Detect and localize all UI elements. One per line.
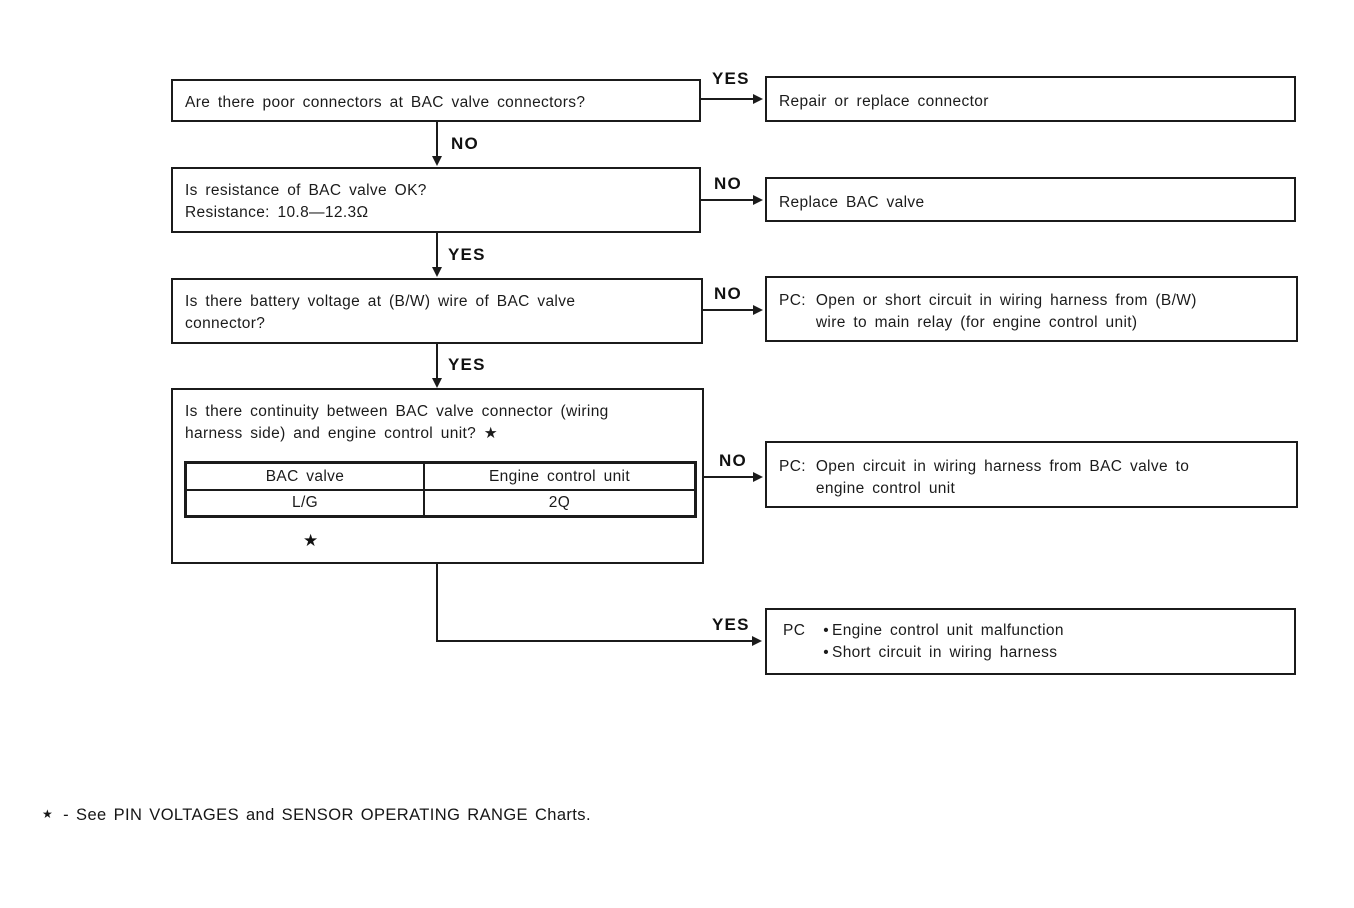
action-5-bullet-2: Short circuit in wiring harness [832,644,1058,661]
table-cell-wire-color: L/G [184,489,425,518]
branch-label-no: NO [714,284,742,303]
arrowhead-down-icon [432,156,442,166]
question-3-text: Is there battery voltage at (B/W) wire o… [185,293,576,310]
action-4-text-line-2: engine control unit [815,480,956,497]
arrowhead-right-icon [753,472,763,482]
star-icon: ★ [42,807,54,821]
pc-code-label: PC: [779,292,806,309]
question-2-text: Is resistance of BAC valve OK? [185,182,427,199]
arrowhead-right-icon [753,195,763,205]
action-2-text: Replace BAC valve [779,194,925,211]
branch-label-yes: YES [448,355,486,374]
action-3-text-line-2: wire to main relay (for engine control u… [815,314,1138,331]
action-box-replace-valve: Replace BAC valve [765,177,1296,222]
connector-line [704,476,757,478]
arrowhead-down-icon [432,378,442,388]
footnote-text: - See PIN VOLTAGES and SENSOR OPERATING … [63,806,591,824]
branch-label-no: NO [451,134,479,153]
table-header-bac-valve: BAC valve [184,461,425,491]
question-3-text-2: connector? [185,315,266,332]
connector-line [701,98,757,100]
action-3-text-line-1: Open or short circuit in wiring harness … [815,292,1197,309]
connector-line [436,640,756,642]
connector-line [436,122,438,159]
bullet-icon: • [823,644,830,661]
connector-line [436,564,438,642]
arrowhead-right-icon [753,305,763,315]
footnote: ★ - See PIN VOLTAGES and SENSOR OPERATIN… [42,806,591,825]
action-box-pc-open-short: PC: Open or short circuit in wiring harn… [765,276,1298,342]
question-4-text: Is there continuity between BAC valve co… [185,403,609,420]
bullet-icon: • [823,622,830,639]
question-2-detail: Resistance: 10.8—12.3Ω [185,204,369,221]
pc-code-label: PC: [779,458,806,475]
arrowhead-down-icon [432,267,442,277]
arrowhead-right-icon [752,636,762,646]
question-box-4: Is there continuity between BAC valve co… [171,388,704,564]
branch-label-no: NO [719,451,747,470]
table-header-ecu: Engine control unit [423,461,697,491]
question-box-1: Are there poor connectors at BAC valve c… [171,79,701,122]
action-box-pc-malfunction: PC • Engine control unit malfunction • S… [765,608,1296,675]
branch-label-yes: YES [448,245,486,264]
question-box-3: Is there battery voltage at (B/W) wire o… [171,278,703,344]
connector-line [703,309,757,311]
action-box-pc-open-circuit: PC: Open circuit in wiring harness from … [765,441,1298,508]
branch-label-yes: YES [712,615,750,634]
continuity-table: BAC valve Engine control unit L/G 2Q [184,461,697,518]
action-5-bullet-1: Engine control unit malfunction [832,622,1064,639]
action-4-text-line-1: Open circuit in wiring harness from BAC … [815,458,1190,475]
connector-line [436,344,438,381]
arrowhead-right-icon [753,94,763,104]
star-icon: ★ [303,531,319,550]
branch-label-yes: YES [712,69,750,88]
question-1-text: Are there poor connectors at BAC valve c… [185,94,586,111]
question-box-2: Is resistance of BAC valve OK? Resistanc… [171,167,701,233]
connector-line [701,199,757,201]
action-box-repair-connector: Repair or replace connector [765,76,1296,122]
connector-line [436,233,438,270]
table-cell-pin: 2Q [423,489,697,518]
branch-label-no: NO [714,174,742,193]
question-4-text-2: harness side) and engine control unit? ★ [185,425,499,442]
pc-code-label: PC [783,622,806,639]
action-1-text: Repair or replace connector [779,93,989,110]
